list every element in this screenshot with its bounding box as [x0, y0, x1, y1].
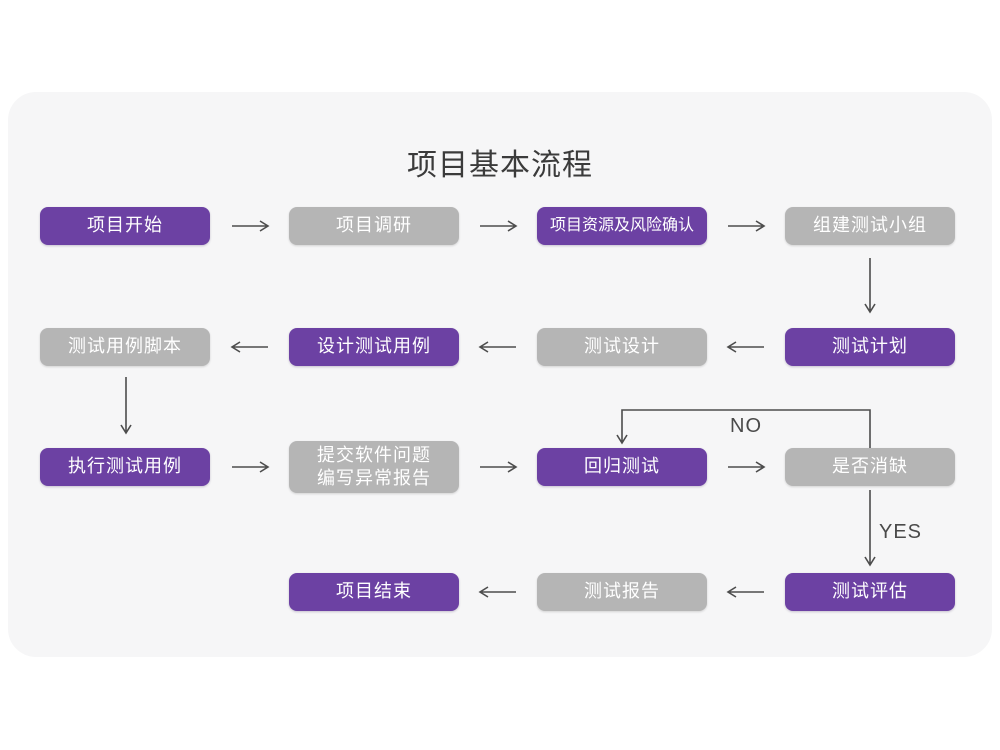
page-title: 项目基本流程 [407, 149, 593, 182]
edge-label-no: NO [730, 415, 762, 437]
node-end-label: 项目结束 [336, 581, 412, 602]
node-start: 项目开始 [40, 207, 210, 245]
node-case-design-label: 设计测试用例 [317, 336, 431, 357]
node-issue-report: 提交软件问题 编写异常报告 [289, 441, 459, 493]
node-regression-label: 回归测试 [584, 456, 660, 477]
node-research-label: 项目调研 [336, 215, 412, 236]
node-end: 项目结束 [289, 573, 459, 611]
node-team-label: 组建测试小组 [813, 215, 927, 236]
node-plan: 测试计划 [785, 328, 955, 366]
node-team: 组建测试小组 [785, 207, 955, 245]
node-test-design: 测试设计 [537, 328, 707, 366]
flowchart-card [8, 92, 992, 657]
node-case-script: 测试用例脚本 [40, 328, 210, 366]
node-plan-label: 测试计划 [832, 336, 908, 357]
node-defect-check-label: 是否消缺 [832, 456, 908, 477]
node-report: 测试报告 [537, 573, 707, 611]
node-report-label: 测试报告 [584, 581, 660, 602]
node-evaluate-label: 测试评估 [832, 581, 908, 602]
node-execute-label: 执行测试用例 [68, 456, 182, 477]
node-issue-report-line2: 编写异常报告 [317, 468, 431, 488]
node-case-script-label: 测试用例脚本 [68, 336, 182, 357]
node-execute: 执行测试用例 [40, 448, 210, 486]
node-research: 项目调研 [289, 207, 459, 245]
node-case-design: 设计测试用例 [289, 328, 459, 366]
node-evaluate: 测试评估 [785, 573, 955, 611]
node-risk: 项目资源及风险确认 [537, 207, 707, 245]
node-risk-label: 项目资源及风险确认 [549, 216, 694, 234]
node-regression: 回归测试 [537, 448, 707, 486]
edge-label-yes: YES [879, 521, 923, 543]
node-test-design-label: 测试设计 [584, 336, 660, 357]
node-issue-report-line1: 提交软件问题 [317, 444, 431, 465]
node-defect-check: 是否消缺 [785, 448, 955, 486]
node-start-label: 项目开始 [87, 215, 163, 236]
